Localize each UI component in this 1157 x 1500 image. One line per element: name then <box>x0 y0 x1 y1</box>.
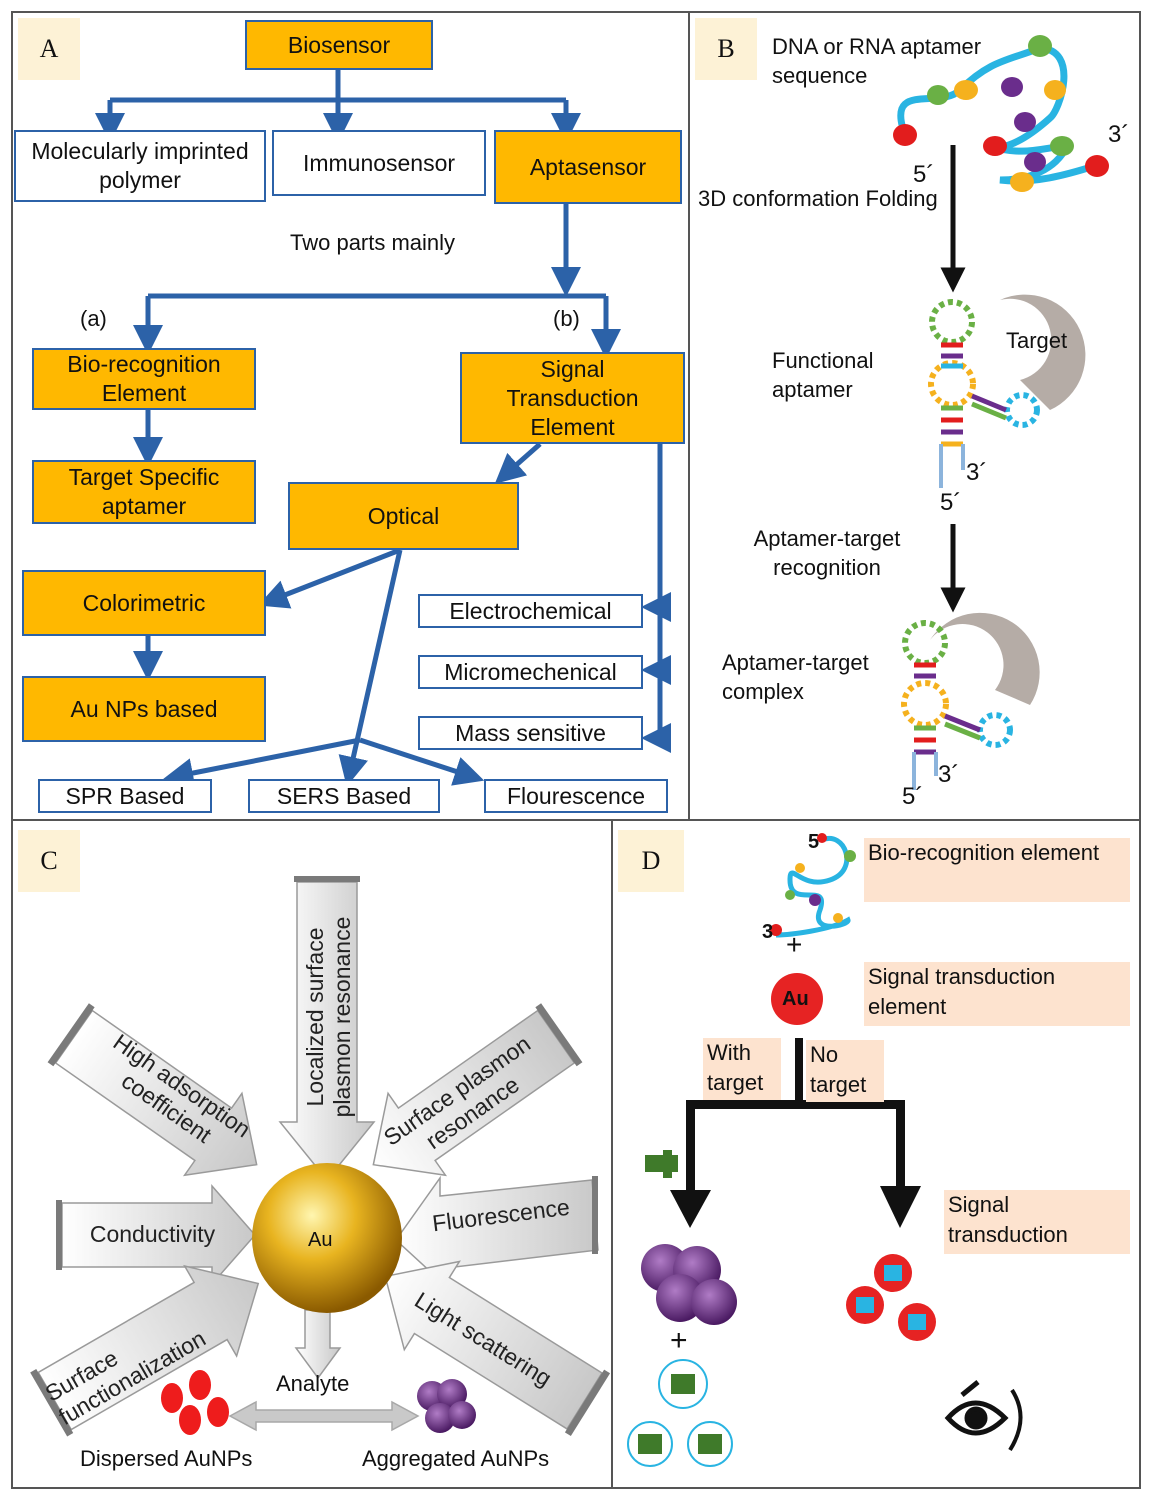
five-prime-top: 5´ <box>913 161 935 188</box>
au-label-d: Au <box>782 988 809 1010</box>
d-branch-arrows <box>670 1038 921 1228</box>
biorecognition-box: Bio-recognition Element <box>32 348 256 410</box>
analyte-label: Analyte <box>276 1371 350 1396</box>
small-aptamer-strand <box>770 833 856 938</box>
panel-borders <box>11 11 1141 1489</box>
five-prime-mid: 5´ <box>940 489 962 516</box>
immunosensor-box: Immunosensor <box>272 130 486 196</box>
functional-aptamer-label: Functional aptamer <box>772 348 874 402</box>
eye-icon <box>944 1380 1023 1452</box>
target-specific-box: Target Specific aptamer <box>32 460 256 524</box>
aggregated-aunps-drawing <box>417 1379 476 1433</box>
green-cross-target <box>645 1150 678 1178</box>
mip-box: Molecularly imprinted polymer <box>14 130 266 202</box>
aggregated-label: Aggregated AuNPs <box>362 1446 550 1471</box>
plus-sign-bottom: + <box>670 1324 688 1357</box>
three-prime-top: 3´ <box>1108 121 1130 148</box>
captured-targets <box>627 1359 733 1467</box>
no-target-label: No target <box>806 1040 884 1102</box>
spr-based-box: SPR Based <box>38 779 212 813</box>
target-label: Target <box>1006 328 1068 353</box>
dispersed-label: Dispersed AuNPs <box>80 1446 253 1471</box>
lspr-label: Localized surface plasmon resonance <box>302 916 355 1118</box>
aunps-based-box: Au NPs based <box>22 676 266 742</box>
panel-c-arrows <box>56 876 599 1432</box>
three-prime-mid: 3´ <box>966 459 988 486</box>
aptamer-target-complex <box>901 612 1040 790</box>
three-prime-d: 3 <box>762 921 774 943</box>
three-prime-bottom: 3´ <box>938 761 960 788</box>
biosensor-box: Biosensor <box>245 20 433 70</box>
au-particle <box>771 973 823 1025</box>
mass-sensitive-box: Mass sensitive <box>418 716 643 750</box>
panel-c-diagonal-arrows <box>30 1003 611 1437</box>
aggregated-particles-d <box>641 1244 737 1325</box>
recognition-label: Aptamer-target recognition <box>753 526 901 580</box>
au-sphere-label: Au <box>308 1229 333 1251</box>
label-a: (a) <box>80 306 107 331</box>
folding-label: 3D conformation Folding <box>698 186 938 211</box>
five-prime-bottom: 5´ <box>902 783 924 810</box>
gold-nanoparticle-sphere <box>252 1163 402 1313</box>
micromechenical-box: Micromechenical <box>418 655 643 689</box>
panel-d-letter: D <box>618 830 684 892</box>
aptamer-sequence-label: DNA or RNA aptamer sequence <box>772 34 982 88</box>
signal-transduction-box: Signal Transduction Element <box>460 352 685 444</box>
functional-aptamer <box>928 294 1086 488</box>
dispersed-aunps-drawing <box>161 1370 229 1435</box>
five-prime-d: 5 <box>808 831 820 853</box>
label-b: (b) <box>553 306 580 331</box>
sers-based-box: SERS Based <box>248 779 440 813</box>
dispersed-particles-d <box>846 1254 936 1341</box>
optical-box: Optical <box>288 482 519 550</box>
with-target-label: With target <box>703 1038 781 1100</box>
aptasensor-box: Aptasensor <box>494 130 682 204</box>
conductivity-label: Conductivity <box>89 1221 216 1247</box>
panel-c-letter: C <box>18 830 80 892</box>
aptamer-strand-unfolded <box>893 35 1109 192</box>
colorimetric-box: Colorimetric <box>22 570 266 636</box>
signal-element-label-d: Signal transduction element <box>864 962 1130 1026</box>
biorecognition-label-d: Bio-recognition element <box>864 838 1130 902</box>
electrochemical-box: Electrochemical <box>418 594 643 628</box>
two-parts-label: Two parts mainly <box>290 230 456 255</box>
panel-a-letter: A <box>18 18 80 80</box>
panel-b-letter: B <box>695 18 757 80</box>
plus-sign-top: + <box>786 929 803 960</box>
signal-transduction-label-d: Signal transduction <box>944 1190 1130 1254</box>
panel-a-connectors <box>95 70 671 788</box>
complex-label: Aptamer-target complex <box>722 650 869 704</box>
flourescence-box: Flourescence <box>484 779 668 813</box>
